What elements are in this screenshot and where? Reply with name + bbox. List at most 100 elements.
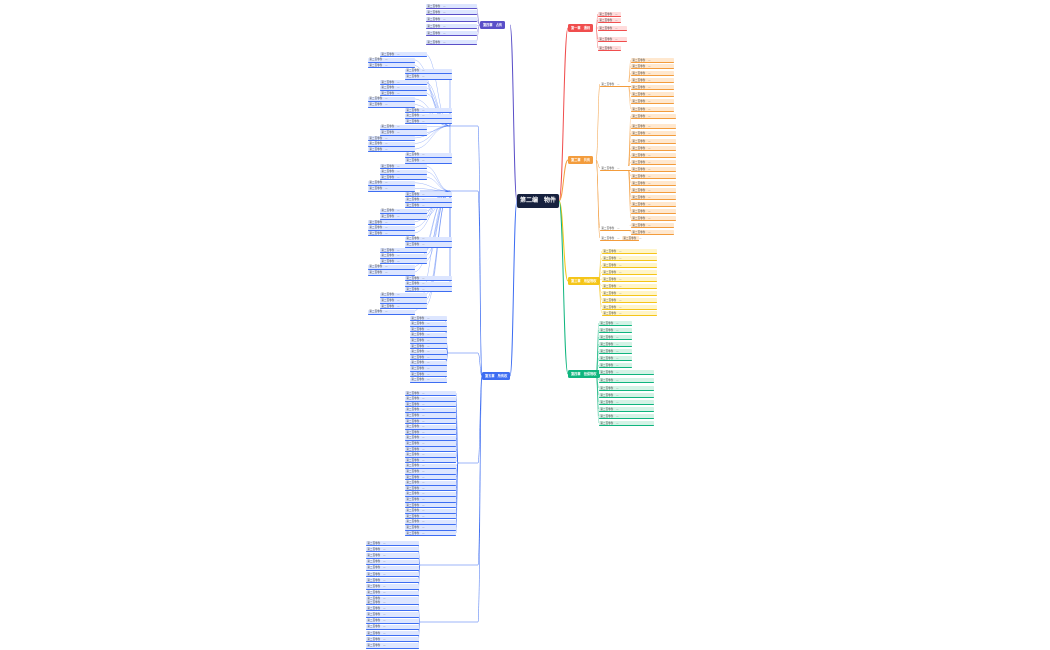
leaf-node[interactable]: 第二百零条 ... [380,214,427,220]
leaf-node[interactable]: 第二百零条 ... [599,378,654,384]
leaf-node[interactable]: 第二百零条 ... [405,152,452,158]
leaf-node[interactable]: 第二百零条 ... [410,344,447,350]
leaf-node[interactable]: 第二百零条 ... [368,147,415,153]
leaf-node[interactable]: 第二百零条 ... [631,188,676,194]
leaf-node[interactable]: 第二百零条 ... [405,192,452,198]
leaf-node[interactable]: 第二百零条 ... [410,360,447,366]
leaf-node[interactable]: 第二百零条 ... [366,559,419,565]
leaf-node[interactable]: 第二百零条 ... [380,91,427,97]
leaf-node[interactable]: 第二百零条 ... [380,304,427,310]
leaf-node[interactable]: 第二百零条 ... [368,270,415,276]
leaf-node[interactable]: 第二百零条 ... [426,17,477,23]
leaf-node[interactable]: 第二百零条 ... [602,249,657,255]
leaf-node[interactable]: 第二百零条 ... [405,447,456,453]
sub-node[interactable]: 第二百零条 ... [600,236,639,242]
leaf-node[interactable]: 第二百零条 ... [598,46,621,52]
leaf-node[interactable]: 第二百零条 ... [405,458,456,464]
leaf-node[interactable]: 第二百零条 ... [410,366,447,372]
leaf-node[interactable]: 第二百零条 ... [366,578,419,584]
leaf-node[interactable]: 第二百零条 ... [602,291,657,297]
leaf-node[interactable]: 第二百零条 ... [405,497,456,503]
leaf-node[interactable]: 第二百零条 ... [405,475,456,481]
leaf-node[interactable]: 第二百零条 ... [405,74,452,80]
leaf-node[interactable]: 第二百零条 ... [368,309,415,315]
leaf-node[interactable]: 第二百零条 ... [405,480,456,486]
leaf-node[interactable]: 第二百零条 ... [410,372,447,378]
leaf-node[interactable]: 第二百零条 ... [368,225,415,231]
leaf-node[interactable]: 第二百零条 ... [366,547,419,553]
leaf-node[interactable]: 第二百零条 ... [405,242,452,248]
leaf-node[interactable]: 第二百零条 ... [631,181,676,187]
leaf-node[interactable]: 第二百零条 ... [599,342,632,348]
leaf-node[interactable]: 第二百零条 ... [405,531,456,537]
leaf-node[interactable]: 第二百零条 ... [405,119,452,125]
leaf-node[interactable]: 第二百零条 ... [366,590,419,596]
leaf-node[interactable]: 第二百零条 ... [405,287,452,293]
leaf-node[interactable]: 第二百零条 ... [380,80,427,86]
leaf-node[interactable]: 第二百零条 ... [405,469,456,475]
branch-b5[interactable]: 第五章 所有权 [482,372,511,380]
leaf-node[interactable]: 第二百零条 ... [426,10,477,16]
leaf-node[interactable]: 第二百零条 ... [405,407,456,413]
leaf-node[interactable]: 第二百零条 ... [599,421,654,427]
leaf-node[interactable]: 第二百零条 ... [599,349,632,355]
leaf-node[interactable]: 第二百零条 ... [410,321,447,327]
leaf-node[interactable]: 第二百零条 ... [602,256,657,262]
leaf-node[interactable]: 第二百零条 ... [366,618,419,624]
leaf-node[interactable]: 第二百零条 ... [631,209,676,215]
leaf-node[interactable]: 第二百零条 ... [410,355,447,361]
leaf-node[interactable]: 第二百零条 ... [599,393,654,399]
leaf-node[interactable]: 第二百零条 ... [405,396,456,402]
leaf-node[interactable]: 第二百零条 ... [366,631,419,637]
leaf-node[interactable]: 第二百零条 ... [410,377,447,383]
leaf-node[interactable]: 第二百零条 ... [366,606,419,612]
leaf-node[interactable]: 第二百零条 ... [599,321,632,327]
leaf-node[interactable]: 第二百零条 ... [380,52,427,58]
leaf-node[interactable]: 第二百零条 ... [380,130,427,136]
leaf-node[interactable]: 第二百零条 ... [366,584,419,590]
leaf-node[interactable]: 第二百零条 ... [380,164,427,170]
leaf-node[interactable]: 第二百零条 ... [598,37,627,43]
leaf-node[interactable]: 第二百零条 ... [598,18,621,24]
leaf-node[interactable]: 第二百零条 ... [631,99,674,105]
leaf-node[interactable]: 第二百零条 ... [366,600,419,606]
leaf-node[interactable]: 第二百零条 ... [405,391,456,397]
leaf-node[interactable]: 第二百零条 ... [405,276,452,282]
leaf-node[interactable]: 第二百零条 ... [631,153,676,159]
leaf-node[interactable]: 第二百零条 ... [405,519,456,525]
leaf-node[interactable]: 第二百零条 ... [380,169,427,175]
leaf-node[interactable]: 第二百零条 ... [368,264,415,270]
leaf-node[interactable]: 第二百零条 ... [631,146,676,152]
leaf-node[interactable]: 第二百零条 ... [599,328,632,334]
leaf-node[interactable]: 第二百零条 ... [426,4,477,10]
leaf-node[interactable]: 第二百零条 ... [426,40,477,46]
leaf-node[interactable]: 第二百零条 ... [405,514,456,520]
leaf-node[interactable]: 第二百零条 ... [405,525,456,531]
leaf-node[interactable]: 第二百零条 ... [380,292,427,298]
leaf-node[interactable]: 第二百零条 ... [380,248,427,254]
leaf-node[interactable]: 第二百零条 ... [405,430,456,436]
leaf-node[interactable]: 第二百零条 ... [368,220,415,226]
leaf-node[interactable]: 第二百零条 ... [599,335,632,341]
leaf-node[interactable]: 第二百零条 ... [366,637,419,643]
leaf-node[interactable]: 第二百零条 ... [405,486,456,492]
leaf-node[interactable]: 第二百零条 ... [599,414,654,420]
leaf-node[interactable]: 第二百零条 ... [598,26,627,32]
leaf-node[interactable]: 第二百零条 ... [410,316,447,322]
leaf-node[interactable]: 第二百零条 ... [598,12,621,18]
leaf-node[interactable]: 第二百零条 ... [368,186,415,192]
leaf-node[interactable]: 第二百零条 ... [631,85,674,91]
leaf-node[interactable]: 第二百零条 ... [380,253,427,259]
leaf-node[interactable]: 第二百零条 ... [599,386,654,392]
sub-node[interactable]: 第二百零条 ... [600,226,631,232]
sub-node[interactable]: 第二百零条 ... [600,82,631,88]
leaf-node[interactable]: 第二百零条 ... [631,71,674,77]
leaf-node[interactable]: 第二百零条 ... [631,174,676,180]
leaf-node[interactable]: 第二百零条 ... [631,92,674,98]
leaf-node[interactable]: 第二百零条 ... [405,463,456,469]
leaf-node[interactable]: 第二百零条 ... [380,208,427,214]
leaf-node[interactable]: 第二百零条 ... [366,541,419,547]
branch-b1[interactable]: 第一章 通则 [568,24,594,32]
leaf-node[interactable]: 第二百零条 ... [602,298,657,304]
leaf-node[interactable]: 第二百零条 ... [631,139,676,145]
